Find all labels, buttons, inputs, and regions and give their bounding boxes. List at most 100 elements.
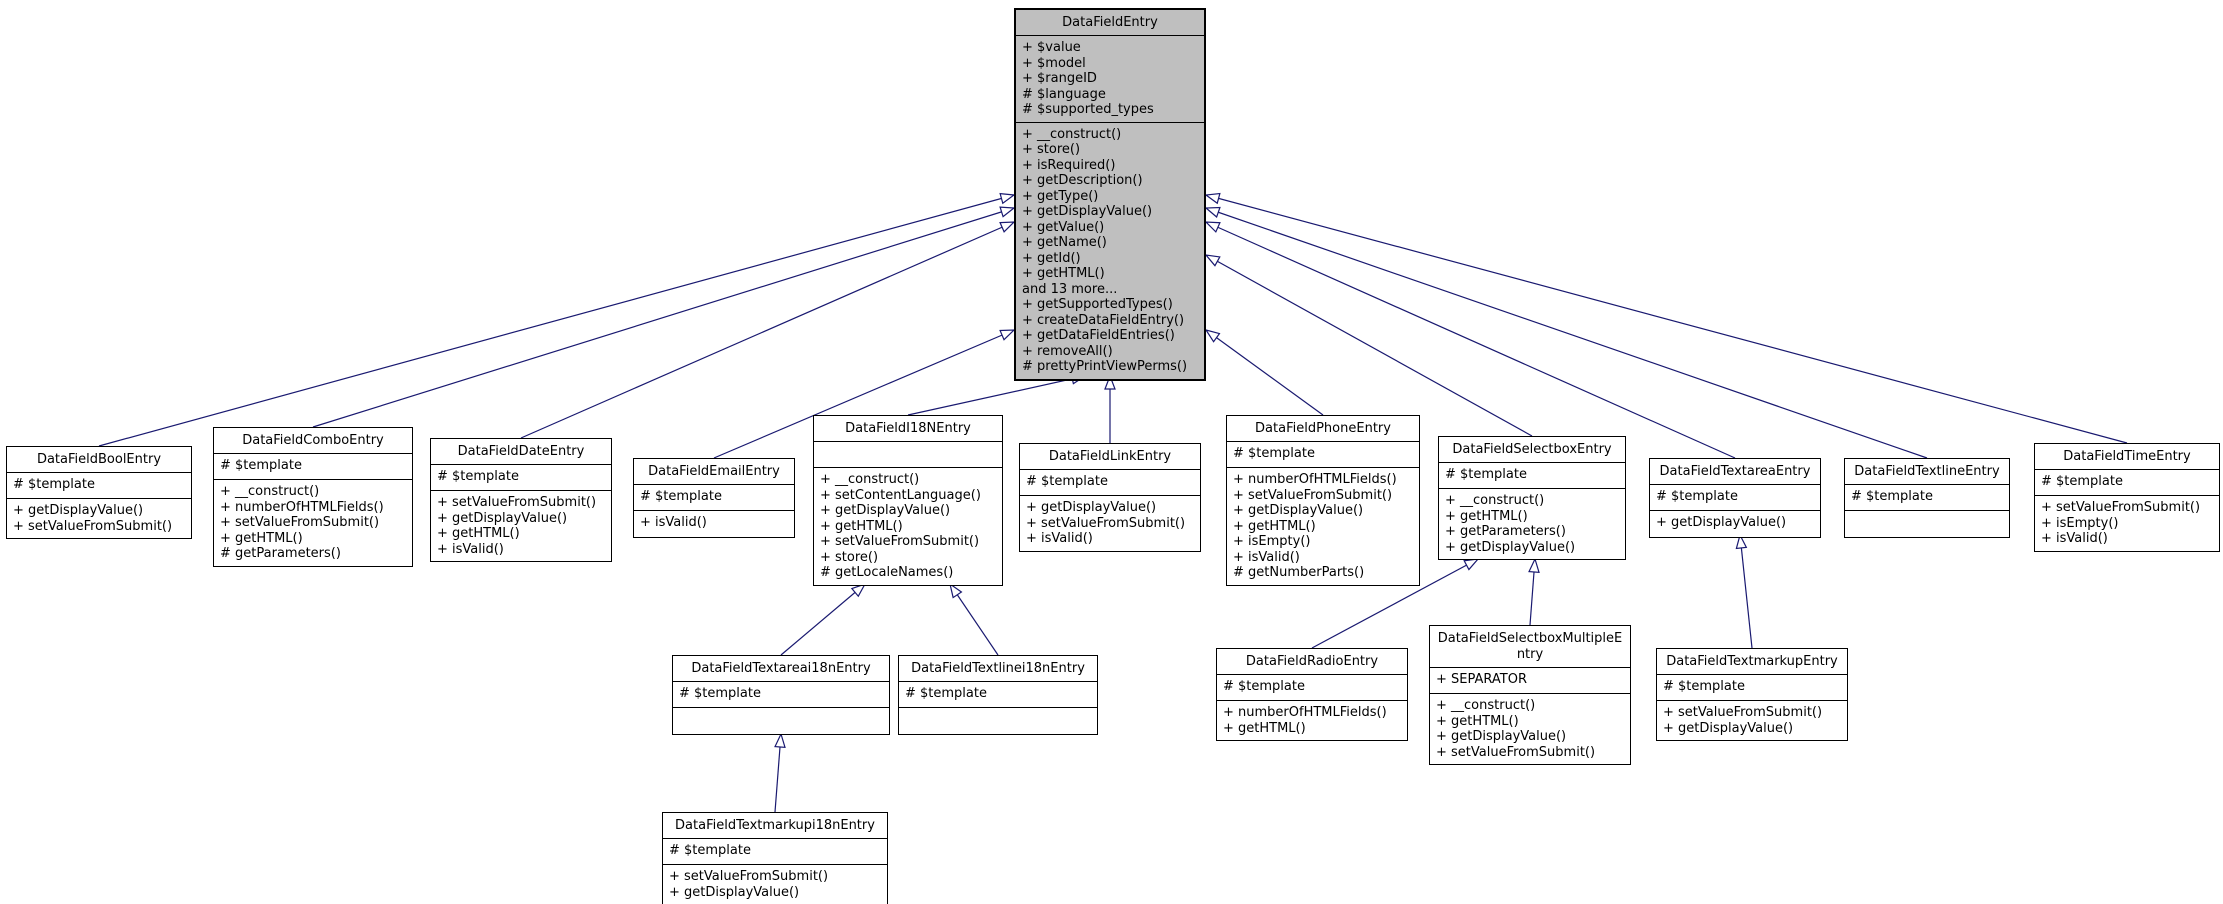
method-row: + isValid() (1233, 549, 1300, 565)
attribute-row: # $template (1656, 489, 1738, 504)
class-attributes: # $template (214, 454, 412, 480)
method-row: + setValueFromSubmit() (437, 495, 597, 510)
edge-i18n-entry (907, 373, 1087, 416)
method-row: + getHTML() (437, 526, 520, 541)
class-title: DataFieldLinkEntry (1020, 444, 1200, 470)
class-datafielddateentry[interactable]: DataFieldDateEntry # $template + setValu… (430, 438, 612, 562)
method-row: + __construct() (1445, 493, 1545, 508)
class-methods: + numberOfHTMLFields() + setValueFromSub… (1227, 468, 1419, 585)
class-datafieldtextmarkupi18nentry[interactable]: DataFieldTextmarkupi18nEntry # $template… (662, 812, 888, 904)
class-datafieldradioentry[interactable]: DataFieldRadioEntry # $template + number… (1216, 648, 1408, 741)
class-datafieldphoneentry[interactable]: DataFieldPhoneEntry # $template + number… (1226, 415, 1420, 586)
attribute-row: # $template (1233, 446, 1315, 461)
class-methods: + isValid() (634, 511, 794, 537)
class-datafieldtextareai18nentry[interactable]: DataFieldTextareai18nEntry # $template (672, 655, 890, 735)
method-row: + getValue() (1022, 219, 1105, 235)
class-attributes: # $template (673, 682, 889, 708)
class-title: DataFieldI18NEntry (814, 416, 1002, 442)
class-methods: + getDisplayValue() + setValueFromSubmit… (7, 499, 191, 538)
class-datafieldentry[interactable]: DataFieldEntry + $value + $model + $rang… (1014, 8, 1206, 381)
class-datafieldlinkentry[interactable]: DataFieldLinkEntry # $template + getDisp… (1019, 443, 1201, 552)
method-row: + getId() (1022, 250, 1081, 266)
class-datafieldcomboentry[interactable]: DataFieldComboEntry # $template + __cons… (213, 427, 413, 567)
class-methods: + setValueFromSubmit() + isEmpty() + isV… (2035, 496, 2219, 551)
class-methods: + __construct() + getHTML() + getDisplay… (1430, 694, 1630, 764)
class-methods: + numberOfHTMLFields() + getHTML() (1217, 701, 1407, 740)
method-row: + setValueFromSubmit() (2041, 500, 2201, 515)
attribute-row: + $rangeID (1022, 71, 1097, 86)
method-row: + getHTML() (220, 530, 303, 546)
method-row: + getDataFieldEntries() (1022, 328, 1175, 343)
attribute-row: # $supported_types (1022, 102, 1154, 117)
class-datafieldtextareaentry[interactable]: DataFieldTextareaEntry # $template + get… (1649, 458, 1821, 538)
class-title: DataFieldPhoneEntry (1227, 416, 1419, 442)
method-row: + setValueFromSubmit() (220, 515, 380, 530)
edge-phone-entry (1204, 329, 1324, 416)
class-title: DataFieldRadioEntry (1217, 649, 1407, 675)
class-attributes: # $template (1439, 463, 1625, 489)
method-row: + isRequired() (1022, 157, 1116, 173)
method-row: + getDisplayValue() (820, 503, 951, 518)
class-attributes: # $template (431, 465, 611, 491)
method-row: + numberOfHTMLFields() (220, 499, 384, 515)
class-title: DataFieldBoolEntry (7, 447, 191, 473)
class-title: DataFieldTextareai18nEntry (673, 656, 889, 682)
method-row: + setValueFromSubmit() (13, 518, 173, 534)
method-row: + createDataFieldEntry() (1022, 312, 1185, 328)
method-row: + setValueFromSubmit() (1663, 705, 1823, 720)
class-attributes: # $template (1020, 470, 1200, 496)
method-row: # prettyPrintViewPerms() (1022, 359, 1188, 374)
method-row: + __construct() (820, 472, 920, 487)
class-methods (673, 708, 889, 734)
method-row: + isValid() (1026, 531, 1093, 546)
method-row: + getDisplayValue() (437, 510, 568, 526)
method-row: + getDisplayValue() (1022, 204, 1153, 219)
method-row: + getHTML() (820, 518, 903, 534)
class-title: DataFieldTextmarkupi18nEntry (663, 813, 887, 839)
attribute-row: # $template (905, 686, 987, 701)
class-attributes: # $template (7, 473, 191, 499)
attribute-row: + SEPARATOR (1436, 672, 1527, 687)
class-attributes (814, 442, 1002, 468)
class-datafieldboolentry[interactable]: DataFieldBoolEntry # $template + getDisp… (6, 446, 192, 539)
class-datafieldtextlinei18nentry[interactable]: DataFieldTextlinei18nEntry # $template (898, 655, 1098, 735)
class-datafieldtextmarkupentry[interactable]: DataFieldTextmarkupEntry # $template + s… (1656, 648, 1848, 741)
more-indicator: and 13 more... (1022, 281, 1118, 297)
class-datafieldselectboxmultipleentry[interactable]: DataFieldSelectboxMultipleEntry + SEPARA… (1429, 625, 1631, 765)
class-methods: + setValueFromSubmit() + getDisplayValue… (1657, 701, 1847, 740)
class-datafieldselectboxentry[interactable]: DataFieldSelectboxEntry # $template + __… (1438, 436, 1626, 560)
method-row: + getDisplayValue() (13, 503, 144, 518)
class-attributes: # $template (634, 485, 794, 511)
class-datafieldemailentry[interactable]: DataFieldEmailEntry # $template + isVali… (633, 458, 795, 538)
attribute-row: # $template (640, 489, 722, 504)
class-methods: + getDisplayValue() (1650, 511, 1820, 537)
class-datafieldtextlineentry[interactable]: DataFieldTextlineEntry # $template (1844, 458, 2010, 538)
attribute-row: # $template (1026, 474, 1108, 489)
method-row: + isValid() (437, 541, 504, 557)
edge-selectboxmultiple-selectbox (1528, 557, 1540, 626)
class-methods: + getDisplayValue() + setValueFromSubmit… (1020, 496, 1200, 551)
class-datafieldtimeentry[interactable]: DataFieldTimeEntry # $template + setValu… (2034, 443, 2220, 552)
method-row: + setValueFromSubmit() (1233, 487, 1393, 503)
method-row: + getHTML() (1022, 266, 1105, 281)
class-title: DataFieldTextmarkupEntry (1657, 649, 1847, 675)
edge-textmarkupi18n-textareai18n (774, 732, 786, 813)
method-row: + getType() (1022, 188, 1099, 204)
class-attributes: # $template (663, 839, 887, 865)
edge-textlinei18n-i18n (949, 582, 999, 656)
method-row: + setValueFromSubmit() (1026, 515, 1186, 531)
method-row: + getDisplayValue() (1233, 503, 1364, 518)
class-title: DataFieldSelectboxMultipleEntry (1430, 626, 1630, 668)
class-title: DataFieldComboEntry (214, 428, 412, 454)
attribute-row: # $template (220, 458, 302, 473)
class-title: DataFieldEmailEntry (634, 459, 794, 485)
attribute-row: # $template (13, 477, 95, 492)
attribute-row: # $template (2041, 474, 2123, 489)
method-row: + isValid() (640, 515, 707, 530)
class-datafieldi18nentry[interactable]: DataFieldI18NEntry + __construct() + set… (813, 415, 1003, 586)
method-row: # getLocaleNames() (820, 565, 954, 580)
attribute-row: # $template (1445, 467, 1527, 482)
attribute-row: # $template (437, 469, 519, 484)
method-row: + getHTML() (1436, 713, 1519, 729)
